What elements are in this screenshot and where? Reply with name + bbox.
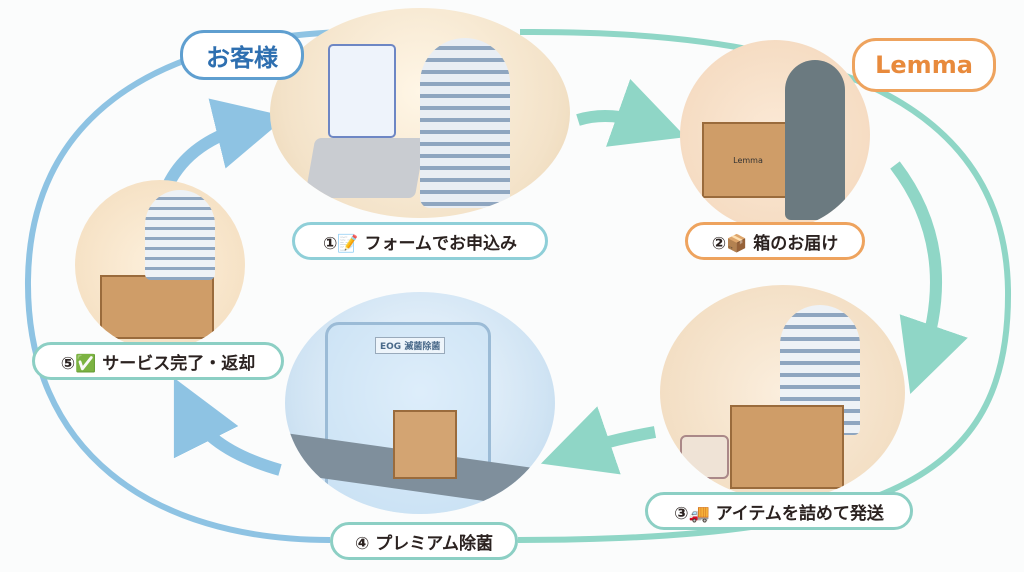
woman-illustration [420,38,510,208]
customer-speech-bubble: お客様 [180,30,304,80]
step-2-label: ②📦 箱のお届け [685,222,865,260]
arrow-3-4 [540,406,657,475]
scene-service-complete [75,180,245,350]
scene-sterilization: EOG 滅菌除菌 [285,292,555,514]
packing-box-illustration [730,405,844,489]
step-3-label: ③🚚 アイテムを詰めて発送 [645,492,913,530]
sterilizer-sign: EOG 滅菌除菌 [375,337,446,354]
woman-illustration [145,190,215,280]
open-box-illustration [100,275,214,339]
handbag-illustration [680,435,729,479]
scene-packing-shipping [660,285,905,500]
arrow-5-1 [162,98,287,188]
scene-form-application [270,8,570,218]
courier-illustration [785,60,845,220]
company-speech-bubble: Lemma [852,38,996,92]
delivery-box-illustration: Lemma [702,122,794,198]
parcel-box-illustration [393,410,457,479]
arrow-4-5 [173,377,282,476]
arrow-2-3 [890,161,968,395]
step-5-label: ⑤✅ サービス完了・返却 [32,342,284,380]
step-1-label: ①📝 フォームでお申込み [292,222,548,260]
form-window-illustration [328,44,396,138]
scene-box-delivery: Lemma [680,40,870,230]
laptop-illustration [304,138,426,198]
arrow-1-2 [576,78,686,147]
step-4-label: ④ プレミアム除菌 [330,522,518,560]
